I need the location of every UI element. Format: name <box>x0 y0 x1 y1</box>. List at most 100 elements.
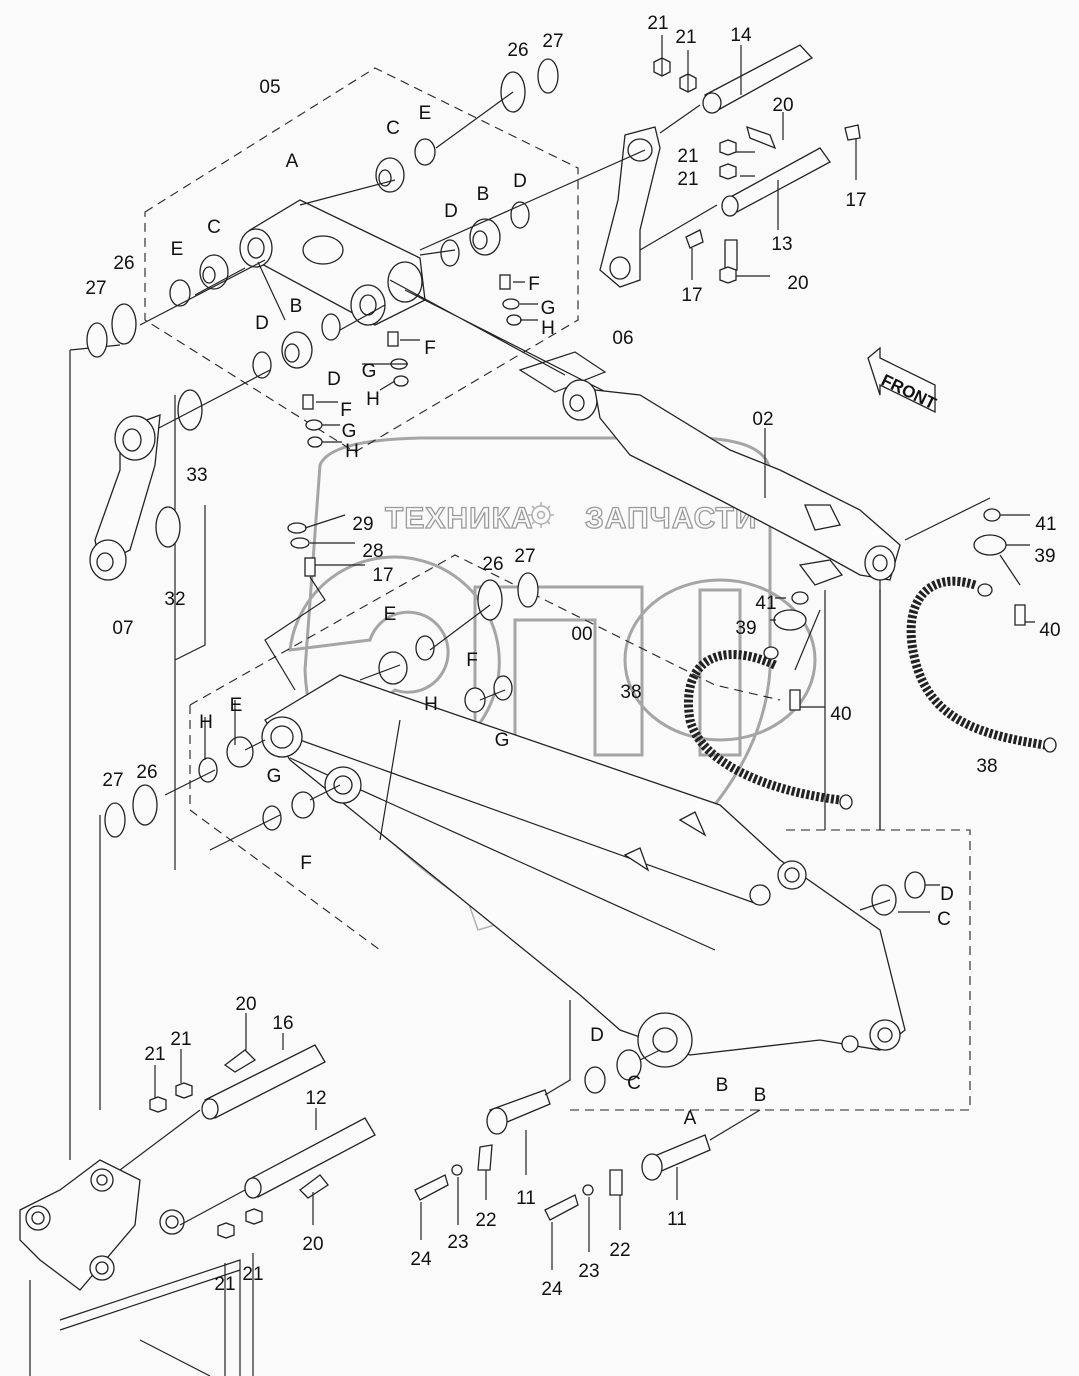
arm-outline <box>264 674 906 1056</box>
callout-g: G <box>541 298 556 319</box>
fitting-f-1 <box>499 274 511 290</box>
callout-29: 29 <box>352 514 373 535</box>
ring-27-4 <box>104 802 126 838</box>
flanges-39-41-40 <box>770 508 1035 711</box>
callout-a: A <box>286 151 299 172</box>
callout-g: G <box>495 730 510 751</box>
bolt-24-b <box>544 1194 579 1221</box>
bolt-20-c <box>223 1049 257 1073</box>
o-ring-26-4 <box>132 784 158 826</box>
callout-21: 21 <box>242 1264 263 1285</box>
callout-d: D <box>590 1025 604 1046</box>
callout-22: 22 <box>475 1210 496 1231</box>
callout-17: 17 <box>681 285 702 306</box>
callout-27: 27 <box>102 770 123 791</box>
callout-f: F <box>300 853 312 874</box>
callout-27: 27 <box>85 278 106 299</box>
callout-14: 14 <box>730 25 752 46</box>
o-ring-41-a <box>983 508 1001 522</box>
flange-39-b <box>773 609 807 631</box>
pins-11-assembly <box>414 1000 761 1270</box>
callout-c: C <box>386 118 400 139</box>
bolt-24-a <box>414 1174 449 1201</box>
bushing-e-4 <box>226 736 254 768</box>
fittings-29-28-17 <box>264 514 365 691</box>
callout-21: 21 <box>675 27 696 48</box>
callout-06: 06 <box>612 328 633 349</box>
callout-22: 22 <box>609 1240 630 1261</box>
callout-20: 20 <box>772 95 793 116</box>
grease-fittings <box>302 274 538 448</box>
hose-38-b <box>906 576 1046 750</box>
callout-21: 21 <box>214 1274 235 1295</box>
callout-e: E <box>230 695 243 716</box>
ring-27-3 <box>517 572 539 608</box>
callout-26: 26 <box>507 40 528 61</box>
callout-b: B <box>477 184 490 205</box>
pin-14-assembly <box>653 35 861 284</box>
watermark-text-1: ТЕХНИКА <box>385 502 534 535</box>
callout-27: 27 <box>542 31 563 52</box>
callout-17: 17 <box>845 190 866 211</box>
callout-f: F <box>528 274 540 295</box>
arm-body <box>261 674 906 1068</box>
callout-h: H <box>366 389 380 410</box>
pins-16-12-assembly <box>19 1013 376 1376</box>
callout-39: 39 <box>1034 546 1055 567</box>
callout-g: G <box>267 766 282 787</box>
callout-d: D <box>327 369 341 390</box>
bolt-40-b <box>789 689 801 711</box>
callout-24: 24 <box>410 1249 432 1270</box>
washer-32 <box>155 506 181 548</box>
watermark-letter-f <box>623 578 817 742</box>
callout-g: G <box>362 361 377 382</box>
callout-26: 26 <box>113 253 134 274</box>
washer-33 <box>177 389 203 431</box>
seal-d-6 <box>584 1066 606 1094</box>
bolt-20-b <box>724 239 738 271</box>
nut-21-g <box>217 1222 235 1239</box>
callout-e: E <box>384 604 397 625</box>
callout-c: C <box>937 909 951 930</box>
callout-00: 00 <box>571 624 592 645</box>
callout-h: H <box>345 441 359 462</box>
callout-05: 05 <box>259 77 280 98</box>
callout-17: 17 <box>372 565 393 586</box>
callout-21: 21 <box>170 1029 191 1050</box>
watermark-text-2: ЗАПЧАСТИ <box>585 502 757 535</box>
callout-20: 20 <box>235 994 256 1015</box>
group-00-boundary-top <box>189 554 781 706</box>
hose-38-a <box>684 650 841 805</box>
callout-27: 27 <box>514 546 535 567</box>
callout-33: 33 <box>186 465 207 486</box>
callout-11: 11 <box>667 1209 687 1230</box>
callout-38: 38 <box>976 756 997 777</box>
callout-38: 38 <box>620 682 641 703</box>
callout-21: 21 <box>647 13 668 34</box>
callout-41: 41 <box>755 593 776 614</box>
callout-07: 07 <box>112 618 133 639</box>
callout-g: G <box>342 421 357 442</box>
callout-d: D <box>513 171 527 192</box>
callout-21: 21 <box>677 146 698 167</box>
cylinder-02 <box>562 379 991 830</box>
callout-b: B <box>290 296 303 317</box>
o-ring-26-2 <box>111 303 137 345</box>
callout-32: 32 <box>164 589 185 610</box>
bushing-f-5 <box>291 791 315 819</box>
callout-26: 26 <box>136 762 157 783</box>
callout-40: 40 <box>830 704 851 725</box>
callout-21: 21 <box>144 1044 165 1065</box>
callout-20: 20 <box>302 1234 323 1255</box>
group-00-boundary-right <box>570 829 971 1111</box>
seal-e-1 <box>414 138 436 166</box>
bushing-c-3 <box>871 884 897 916</box>
callout-16: 16 <box>272 1013 293 1034</box>
nut-21-h <box>245 1208 263 1225</box>
callout-d: D <box>940 884 954 905</box>
callout-h: H <box>541 318 555 339</box>
callout-21: 21 <box>677 169 698 190</box>
callout-41: 41 <box>1035 514 1056 535</box>
